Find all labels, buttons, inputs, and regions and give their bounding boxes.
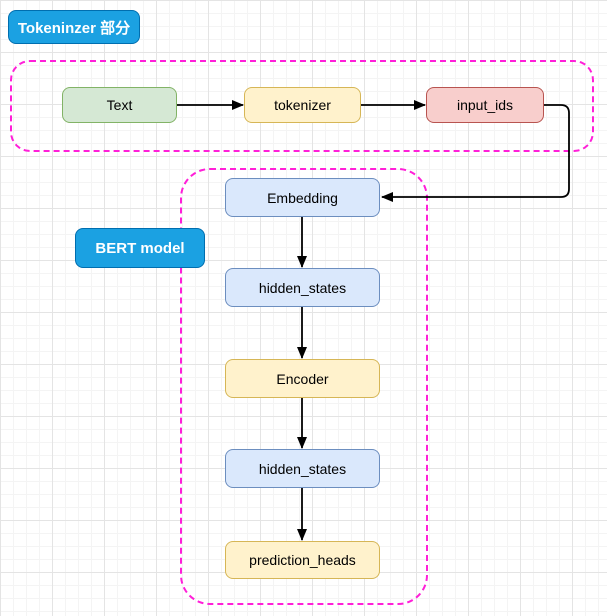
bert-group-container [180, 168, 428, 605]
node-hidden-states-2: hidden_states [225, 449, 380, 488]
node-encoder: Encoder [225, 359, 380, 398]
node-text: Text [62, 87, 177, 123]
node-prediction-heads: prediction_heads [225, 541, 380, 579]
tokenizer-section-label: Tokeninzer 部分 [8, 10, 140, 44]
node-hidden-states-1: hidden_states [225, 268, 380, 307]
node-embedding: Embedding [225, 178, 380, 217]
bert-model-label: BERT model [75, 228, 205, 268]
node-tokenizer: tokenizer [244, 87, 361, 123]
node-input-ids: input_ids [426, 87, 544, 123]
tokenizer-group-container [10, 60, 594, 152]
